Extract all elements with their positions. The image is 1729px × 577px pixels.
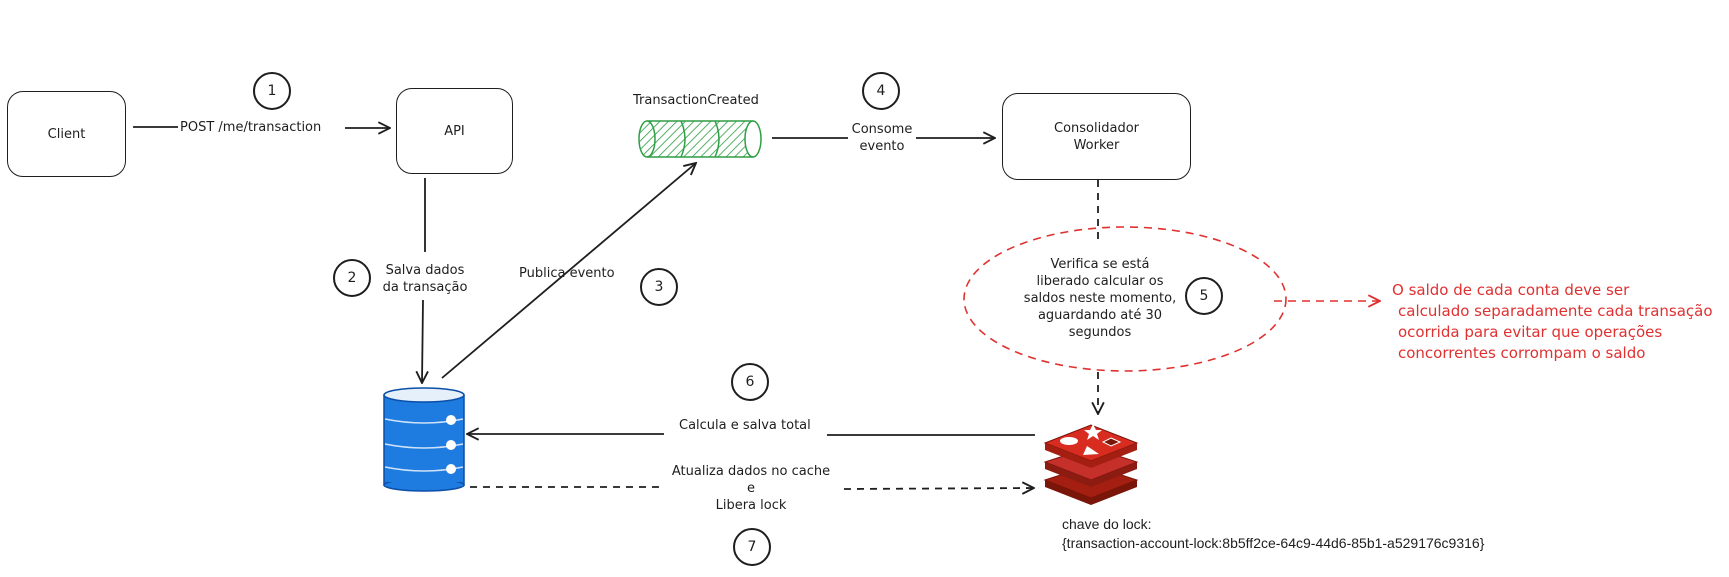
arrow-api-db-bottom [422, 299, 423, 383]
note-line3: ocorrida para evitar que operações [1398, 323, 1663, 341]
client-box: Client [7, 91, 126, 177]
step-5-badge: 5 [1185, 277, 1223, 315]
consome-label: Consome evento [846, 121, 918, 155]
lock-key-line1: chave do lock: [1062, 516, 1152, 532]
step-2-badge: 2 [333, 259, 371, 297]
note-line1: O saldo de cada conta deve ser [1392, 281, 1630, 299]
step-7-badge: 7 [733, 528, 771, 566]
step-3-badge: 3 [640, 268, 678, 306]
lock-key-text: chave do lock: {transaction-account-lock… [1062, 515, 1484, 553]
lock-check-line4: aguardando até 30 [1037, 308, 1163, 323]
queue-label: TransactionCreated [633, 93, 759, 108]
salva-line2: da transação [382, 280, 468, 295]
worker-label-line1: Consolidador [1054, 120, 1139, 136]
client-label: Client [47, 126, 86, 142]
arrow-db-queue [441, 163, 696, 379]
calcula-label: Calcula e salva total [679, 418, 811, 433]
concurrency-note: O saldo de cada conta deve ser calculado… [1392, 280, 1713, 364]
step-4-badge: 4 [862, 72, 900, 110]
atualiza-line1: Atualiza dados no cache [671, 464, 831, 479]
salva-label: Salva dados da transação [374, 262, 476, 296]
api-label: API [444, 123, 465, 139]
lock-check-line2: liberado calcular os [1036, 274, 1164, 289]
redis-cache-icon [1043, 424, 1139, 505]
atualiza-line3: Libera lock [715, 498, 787, 513]
lock-key-line2: {transaction-account-lock:8b5ff2ce-64c9-… [1062, 535, 1485, 551]
consome-line1: Consome [851, 122, 913, 137]
atualiza-line2: e [747, 481, 755, 496]
lock-check-line1: Verifica se está [1050, 257, 1150, 272]
step-1-badge: 1 [253, 72, 291, 110]
atualiza-label: Atualiza dados no cache e Libera lock [656, 463, 846, 514]
lock-check-line5: segundos [1068, 325, 1132, 340]
note-line4: concorrentes corrompam o saldo [1398, 344, 1646, 362]
worker-box: Consolidador Worker [1002, 93, 1191, 180]
consome-line2: evento [859, 139, 905, 154]
lock-check-ellipse [963, 226, 1287, 372]
step-6-badge: 6 [731, 363, 769, 401]
note-line2: calculado separadamente cada transação [1398, 302, 1713, 320]
salva-line1: Salva dados [385, 263, 465, 278]
lock-check-line3: saldos neste momento, [1023, 291, 1177, 306]
database-icon [383, 387, 465, 492]
queue-cylinder-icon [638, 120, 762, 158]
post-label: POST /me/transaction [180, 120, 322, 135]
worker-label-line2: Worker [1073, 137, 1120, 153]
lock-check-text: Verifica se está liberado calcular os sa… [1010, 256, 1190, 341]
arrow-db-cache-right [843, 488, 1034, 489]
api-box: API [396, 88, 513, 174]
publica-label: Publica evento [519, 266, 615, 281]
